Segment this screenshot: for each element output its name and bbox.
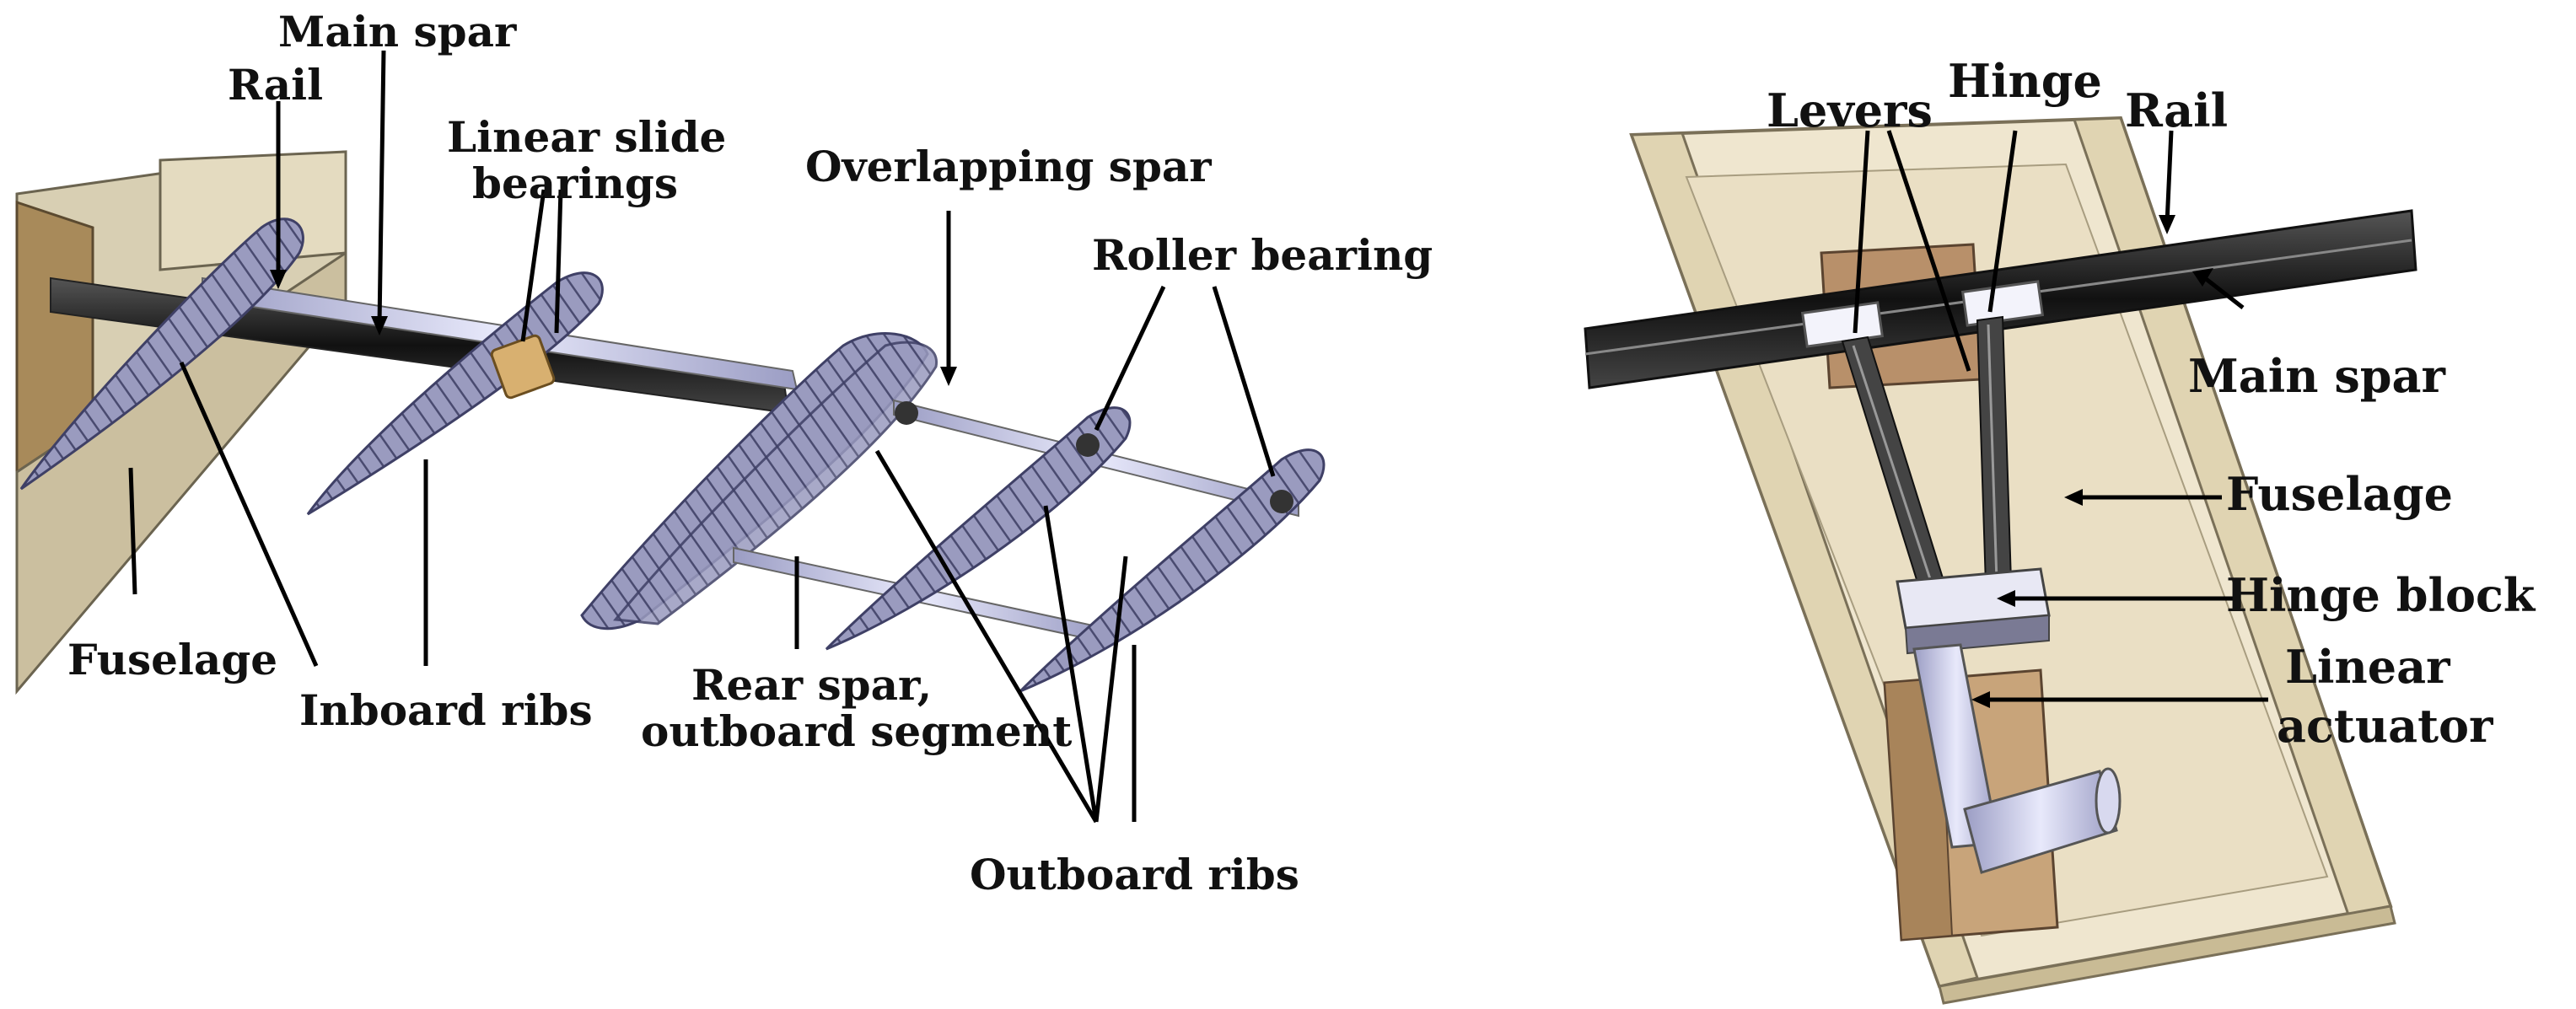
labels-left: Main spar Rail Linear slide bearings Ove… [67,7,1433,899]
label-levers: Levers [1767,83,1933,137]
rail-clamp-right [1960,280,2045,327]
linear-actuator-motor [1963,770,2118,874]
roller-bearing-2 [1270,490,1293,513]
roller-bearing-1 [1076,433,1100,457]
label-roller-bearing: Roller bearing [1092,230,1433,280]
leader-lines-right [1853,130,2268,708]
right-mechanism-diagram: Levers Hinge Rail Main spar Fuselage Hin… [1584,54,2536,1005]
label-main-spar: Main spar [278,7,517,56]
label-fuselage-right: Fuselage [2226,467,2453,521]
left-wing-diagram: Main spar Rail Linear slide bearings Ove… [15,7,1433,899]
label-rail-right: Rail [2125,83,2228,137]
outboard-rib-2 [1019,448,1326,693]
label-linear-1: Linear [2285,640,2450,694]
label-inboard-ribs: Inboard ribs [299,685,593,735]
label-main-spar-right: Main spar [2188,349,2445,403]
inboard-rib-1 [19,217,304,491]
linear-slide-bearing-block [490,334,556,400]
label-rail: Rail [228,60,323,110]
label-rear-spar-1: Rear spar, [691,660,932,710]
label-linear-2: actuator [2277,699,2493,753]
label-rear-spar-2: outboard segment [641,706,1072,756]
label-linear-slide-2: bearings [472,158,678,208]
label-outboard-ribs: Outboard ribs [970,850,1299,899]
label-overlapping-spar: Overlapping spar [805,142,1212,191]
label-hinge: Hinge [1948,54,2102,108]
label-fuselage-left: Fuselage [67,635,277,684]
label-linear-slide-1: Linear slide [447,112,726,162]
leader-lines-left [128,50,1276,824]
outboard-rib-1 [825,406,1132,651]
inboard-rib-2 [306,271,604,516]
label-hinge-block: Hinge block [2226,568,2536,622]
labels-right: Levers Hinge Rail Main spar Fuselage Hin… [1767,54,2536,753]
roller-bearing-3 [895,401,918,425]
